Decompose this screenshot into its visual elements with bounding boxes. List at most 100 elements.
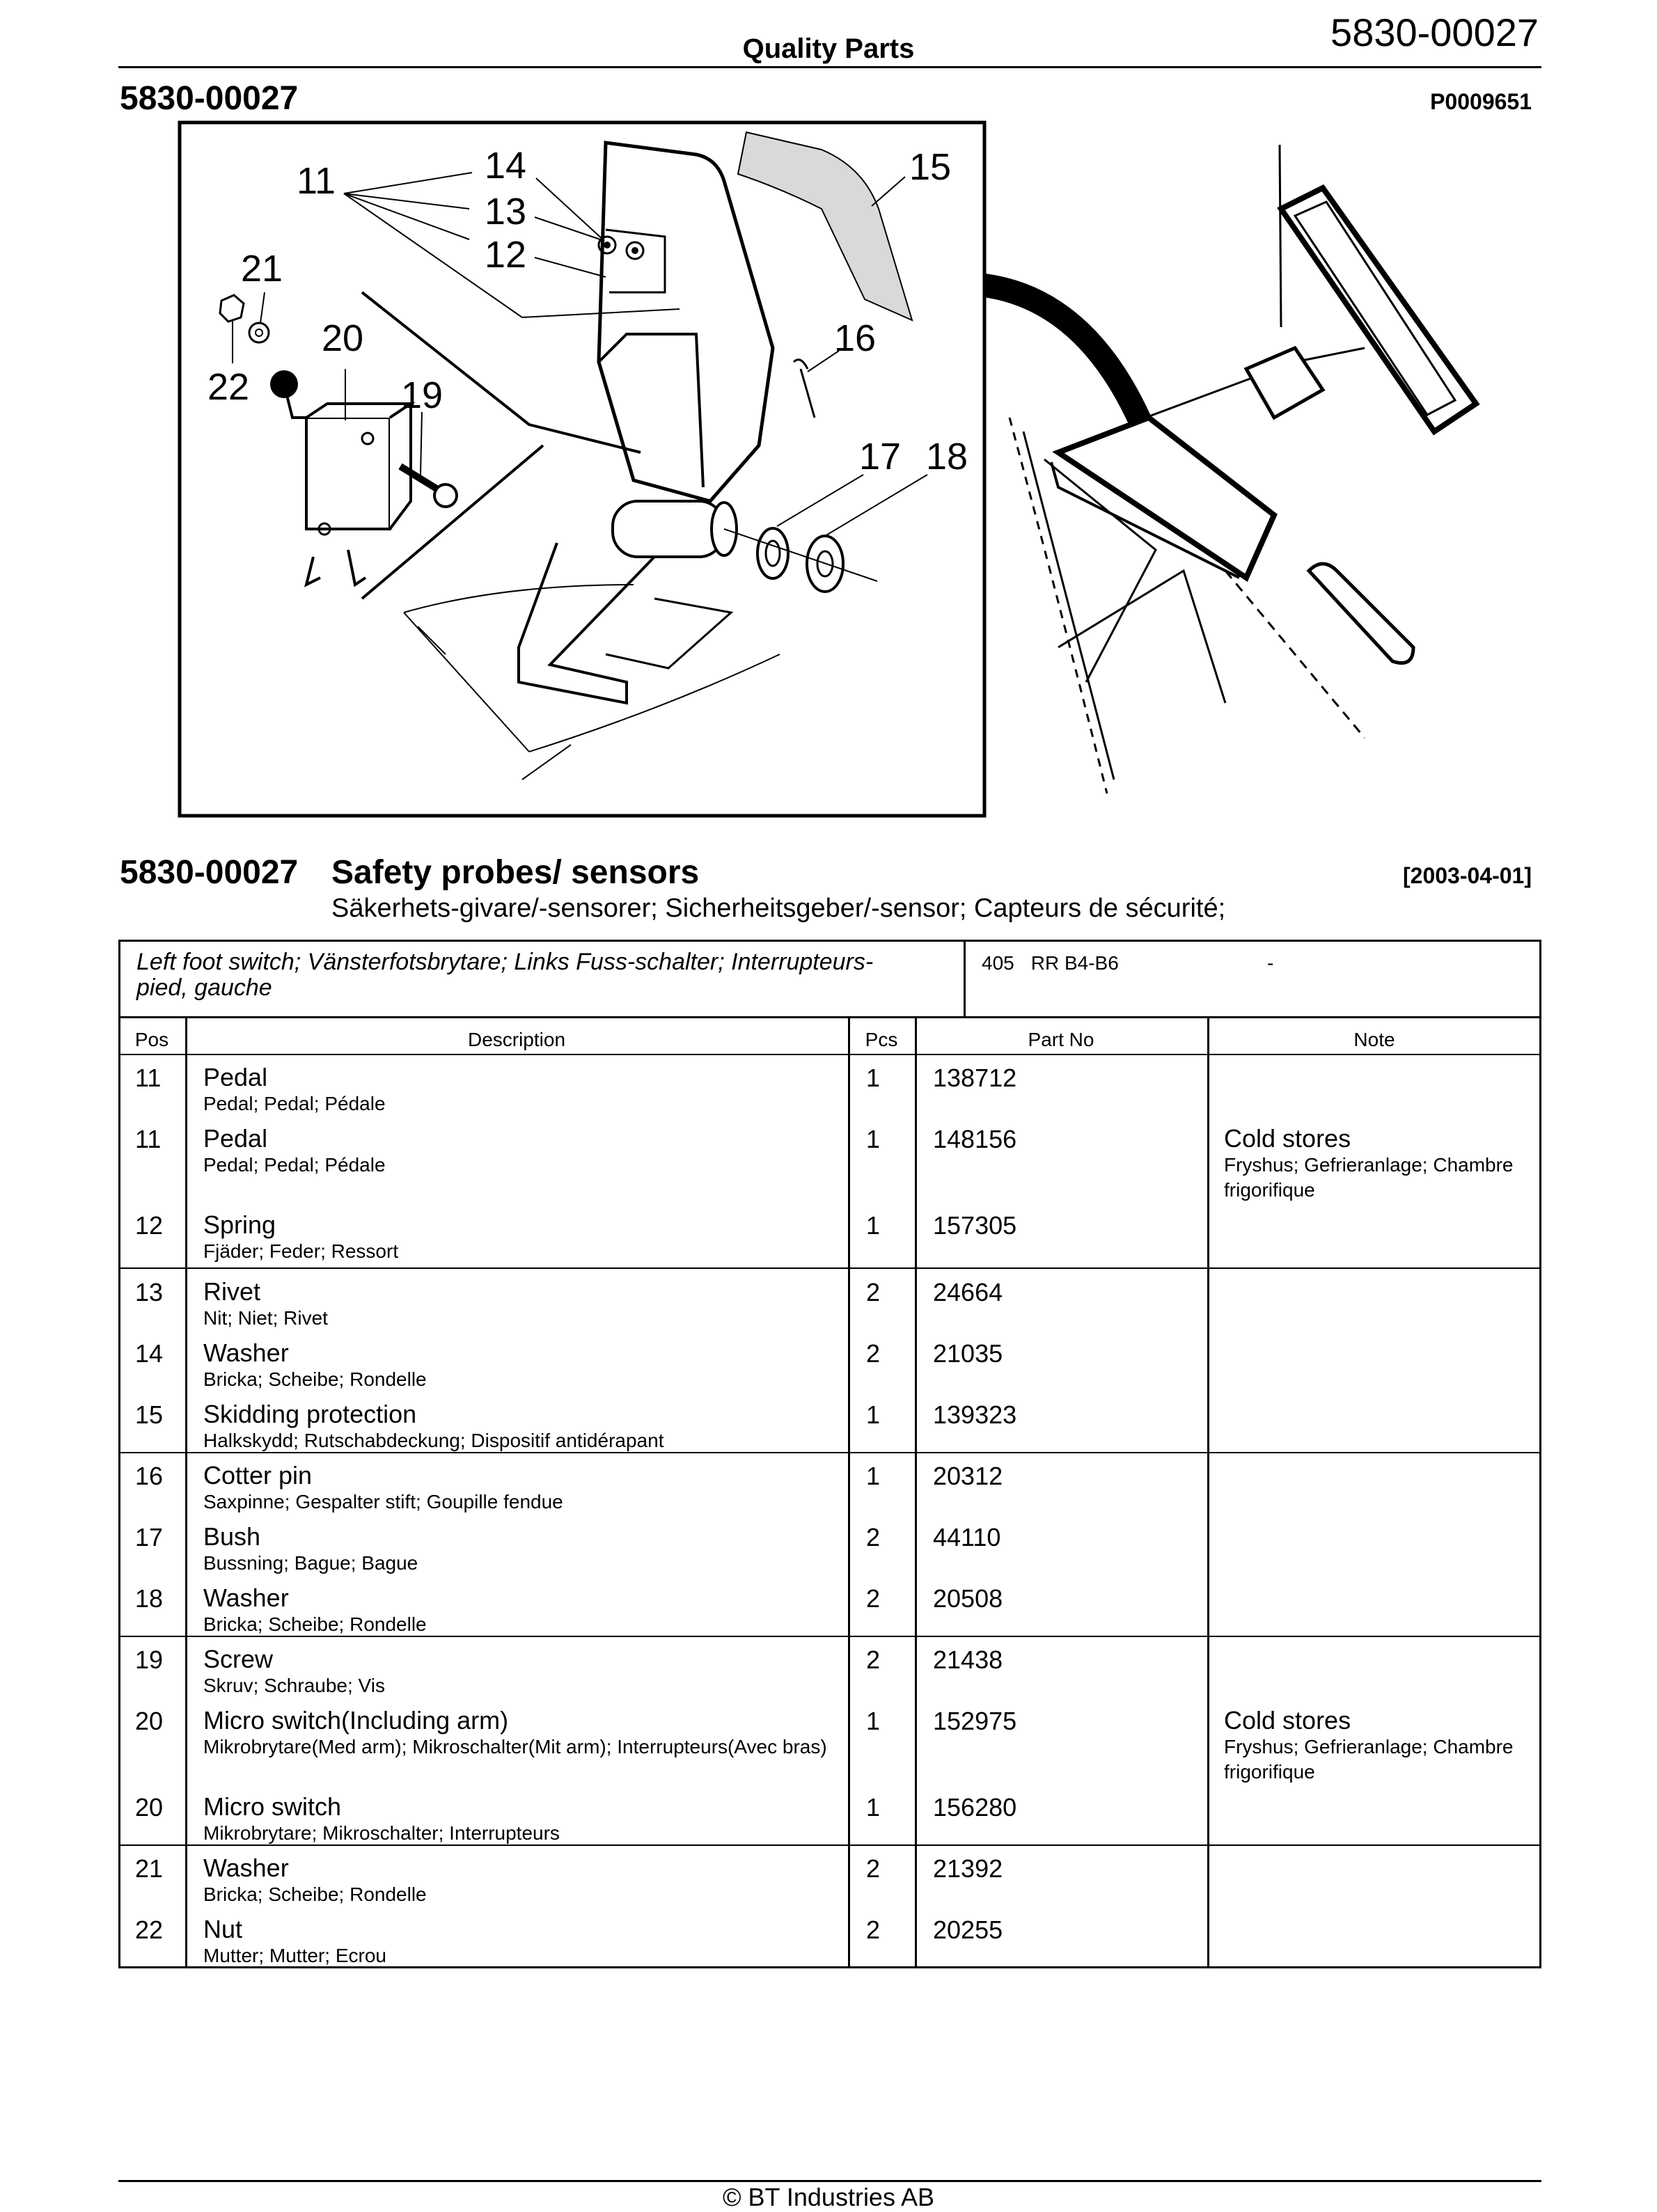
table-border: [118, 940, 1541, 1968]
row-pos: 12: [135, 1211, 164, 1240]
handle-context: [1306, 562, 1415, 665]
bush-hole: [764, 539, 781, 567]
screw-head: [433, 483, 458, 508]
row-pos: 20: [135, 1793, 164, 1822]
footer-copyright: © BT Industries AB: [723, 2183, 934, 2211]
group-divider: [118, 1636, 1541, 1637]
row-description-name: Washer: [203, 1583, 289, 1612]
row-description-translations: Saxpinne; Gespalter stift; Goupille fend…: [203, 1491, 563, 1512]
row-description-name: Pedal: [203, 1063, 268, 1091]
switch-terminals: [304, 549, 367, 587]
row-part-number: 20312: [933, 1462, 1003, 1490]
row-description-name: Pedal: [203, 1124, 268, 1153]
nut-part: [219, 294, 245, 323]
row-description-name: Skidding protection: [203, 1400, 417, 1428]
row-pos: 18: [135, 1584, 164, 1613]
column-header-note: Note: [1353, 1029, 1395, 1050]
floor-line: [403, 584, 634, 613]
detail-arrowhead: [1131, 415, 1167, 441]
switch-hole: [317, 522, 331, 536]
pedal-part: [597, 141, 775, 503]
row-description-translations: Mutter; Mutter; Ecrou: [203, 1945, 386, 1966]
table-rule: [118, 1016, 1541, 1018]
row-description-name: Micro switch(Including arm): [203, 1706, 509, 1735]
row-description-translations: Fjäder; Feder; Ressort: [203, 1240, 399, 1262]
row-note-text: Cold stores: [1224, 1706, 1351, 1735]
row-pos: 22: [135, 1915, 164, 1944]
row-description-translations: Mikrobrytare; Mikroschalter; Interrupteu…: [203, 1822, 560, 1844]
row-description-translations: Bussning; Bague; Bague: [203, 1552, 418, 1574]
washer-hole: [255, 329, 263, 337]
info-divider: [964, 940, 966, 1018]
row-description-name: Micro switch: [203, 1792, 342, 1821]
column-divider: [915, 1018, 917, 1967]
exploded-parts-illustration: 11 14 13 12 21 22 20 19 15 16 17 18: [178, 120, 1480, 818]
section-title: Safety probes/ sensors: [331, 854, 700, 891]
row-description-translations: Bricka; Scheibe; Rondelle: [203, 1883, 427, 1905]
rivet-part: [597, 235, 617, 255]
row-pcs: 1: [866, 1400, 881, 1429]
section-subtitle: Säkerhets-givare/-sensorer; Sicherheitsg…: [331, 894, 1226, 923]
row-pcs: 2: [866, 1278, 881, 1306]
section-number: 5830-00027: [120, 854, 299, 891]
row-description-translations: Skruv; Schraube; Vis: [203, 1675, 385, 1696]
row-pos: 15: [135, 1400, 164, 1429]
row-description-translations: Pedal; Pedal; Pédale: [203, 1093, 386, 1114]
pedal-bracket: [597, 333, 705, 488]
row-description-translations: Bricka; Scheibe; Rondelle: [203, 1613, 427, 1635]
row-part-number: 21438: [933, 1645, 1003, 1674]
row-note-translations: Fryshus; Gefrieranlage; Chambre frigorif…: [1224, 1154, 1514, 1201]
washer-hole: [816, 550, 834, 578]
switch-hole: [361, 432, 375, 445]
column-header-pos: Pos: [134, 1029, 169, 1050]
base-cutout: [605, 597, 734, 670]
row-part-number: 157305: [933, 1211, 1017, 1240]
row-pcs: 1: [866, 1793, 881, 1822]
parts-table: Left foot switch; Vänsterfotsbrytare; Li…: [118, 940, 1541, 1968]
row-pos: 11: [135, 1125, 162, 1153]
washer-part: [248, 322, 270, 344]
illustration-frame: [178, 120, 987, 818]
row-pcs: 2: [866, 1584, 881, 1613]
assembly-axis: [723, 528, 878, 582]
row-part-number: 21392: [933, 1854, 1003, 1883]
row-pcs: 1: [866, 1211, 881, 1240]
micro-switch-part: [305, 416, 391, 530]
footer-divider: [118, 2180, 1541, 2182]
row-description-name: Bush: [203, 1522, 261, 1551]
row-part-number: 44110: [933, 1523, 1001, 1551]
row-part-number: 138712: [933, 1064, 1017, 1092]
spring-plate: [605, 228, 666, 294]
column-divider: [848, 1018, 850, 1967]
callout-label: 17: [859, 436, 901, 477]
callout-label: 14: [485, 145, 526, 187]
row-description-translations: Pedal; Pedal; Pédale: [203, 1154, 386, 1176]
row-pcs: 1: [866, 1064, 881, 1092]
row-description-translations: Nit; Niet; Rivet: [203, 1307, 328, 1329]
truck-floor-context: [1008, 144, 1366, 794]
callout-label: 16: [834, 317, 876, 359]
callout-leaders: [232, 172, 928, 537]
row-pos: 21: [135, 1854, 164, 1883]
callout-label: 15: [909, 146, 951, 188]
row-description-translations: Halkskydd; Rutschabdeckung; Dispositif a…: [203, 1430, 664, 1451]
micro-switch-side: [388, 401, 412, 530]
row-description-name: Washer: [203, 1338, 289, 1367]
brake-pad-context: [1243, 345, 1326, 420]
row-note-text: Cold stores: [1224, 1124, 1351, 1153]
row-description-translations: Bricka; Scheibe; Rondelle: [203, 1368, 427, 1390]
row-description-name: Cotter pin: [203, 1461, 313, 1490]
assembly-model: RR B4-B6: [1030, 952, 1119, 974]
callout-label: 22: [207, 366, 249, 408]
row-part-number: 20255: [933, 1915, 1003, 1944]
callout-label: 12: [485, 234, 526, 276]
column-divider: [1207, 1018, 1209, 1967]
